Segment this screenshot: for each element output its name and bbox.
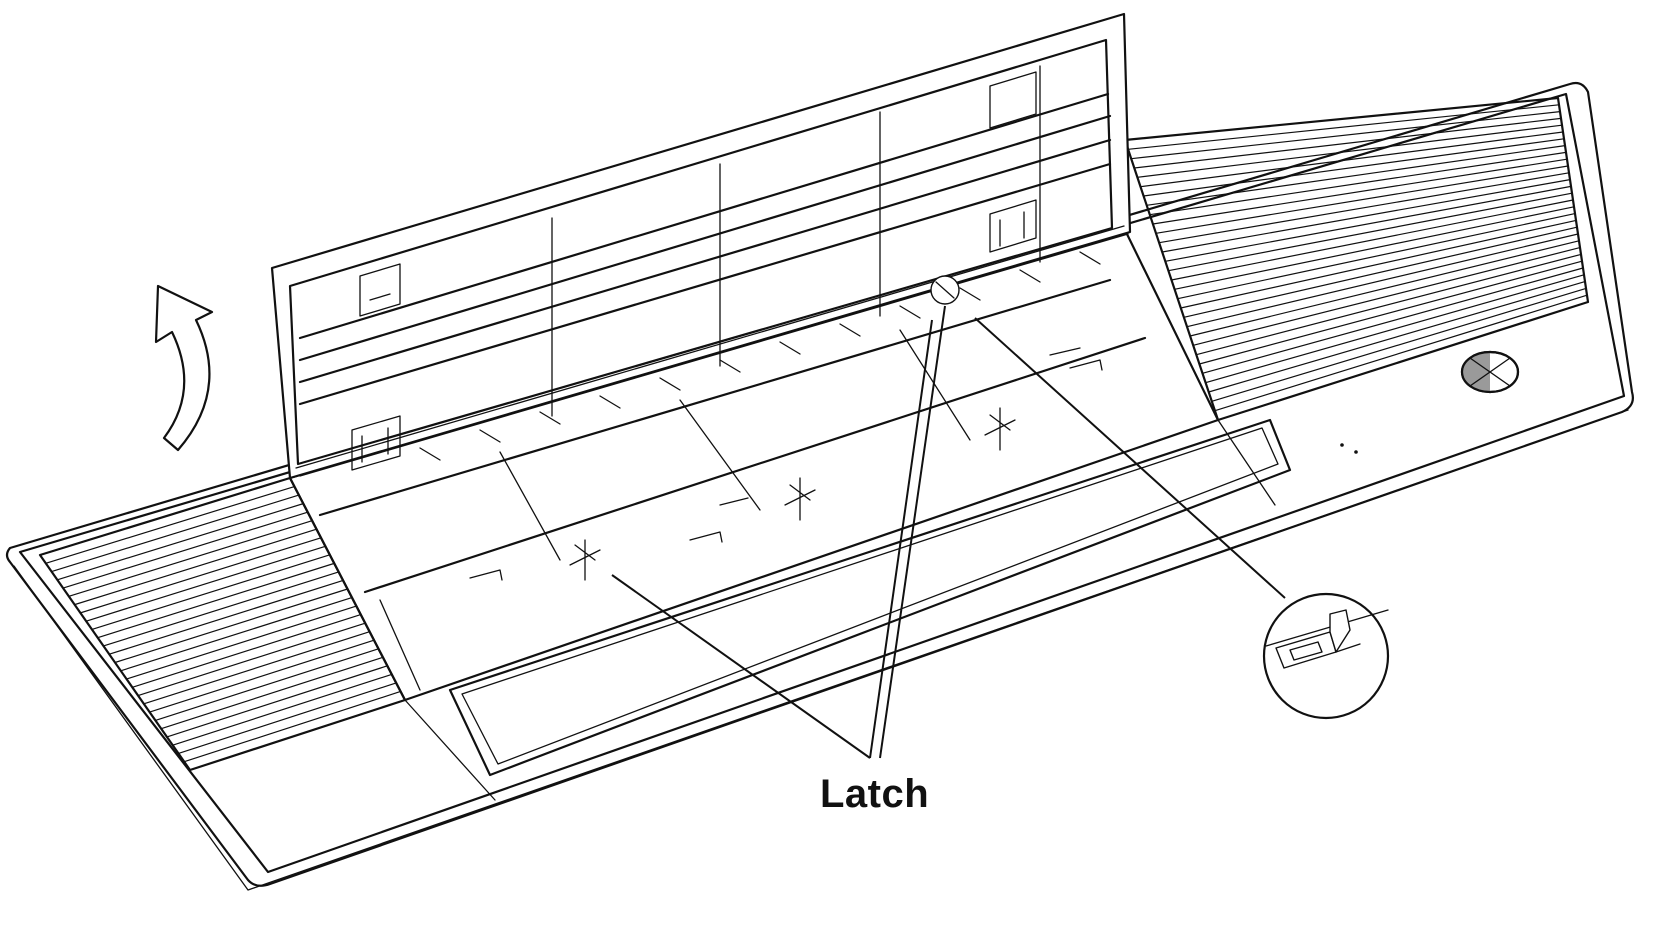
grille-rib <box>1137 124 1563 178</box>
grille-rib <box>57 503 304 581</box>
grille-rib <box>1155 165 1569 234</box>
latch-label: Latch <box>820 772 930 816</box>
grille-rib <box>126 605 357 680</box>
grille-rib <box>1140 131 1564 188</box>
grille-rib <box>109 579 344 655</box>
grille-rib <box>1189 240 1580 337</box>
indicator-dot <box>1340 443 1344 447</box>
grille-rib <box>68 520 313 597</box>
grille-rib <box>1208 281 1586 393</box>
grille-rib <box>1214 294 1588 412</box>
grille-rib <box>1196 253 1582 356</box>
grille-rib <box>1183 226 1578 318</box>
latch-leader-lines <box>611 305 1286 759</box>
grille-rib <box>184 690 401 763</box>
grille-rib <box>91 554 330 630</box>
grille-rib <box>1211 287 1587 402</box>
grille-rib <box>172 673 392 746</box>
grille-rib <box>51 494 300 573</box>
hinged-lid <box>270 12 1132 480</box>
grille-rib <box>103 571 339 647</box>
grille-rib <box>1162 179 1571 253</box>
right-grille <box>1123 96 1590 422</box>
left-flat-area <box>404 699 496 801</box>
grille-rib <box>1193 247 1581 346</box>
grille-rib <box>137 622 366 697</box>
grille-rib <box>1128 104 1560 150</box>
grille-rib <box>166 665 388 738</box>
screw-head-icon <box>1460 350 1520 394</box>
filter-compartments <box>288 228 1292 777</box>
grille-rib <box>1165 185 1572 262</box>
grille-rib <box>178 682 397 755</box>
grille-rib <box>85 545 326 622</box>
grille-rib <box>1171 199 1574 281</box>
grille-rib <box>80 537 322 614</box>
grille-rib <box>1177 213 1576 300</box>
grille-rib <box>1152 158 1568 225</box>
grille-rib <box>62 511 308 589</box>
grille-rib <box>1131 111 1561 160</box>
grille-rib <box>1186 233 1579 328</box>
grille-rib <box>143 631 370 705</box>
grille-rib <box>132 614 361 688</box>
magnified-latch-detail-icon <box>1262 592 1390 720</box>
grille-rib <box>149 639 375 713</box>
grille-rib <box>1168 192 1573 272</box>
grille-rib <box>97 562 335 639</box>
grille-rib <box>1174 206 1575 290</box>
grille-rib <box>1180 219 1577 309</box>
grille-rib <box>1158 172 1570 244</box>
grille-rib <box>155 648 379 721</box>
grille-rib <box>1205 274 1585 384</box>
grille-rib <box>120 596 353 672</box>
grille-rib <box>74 528 317 606</box>
grille-rib <box>114 588 348 664</box>
grille-rib <box>1143 138 1565 197</box>
curved-arrow-up-icon <box>154 284 214 452</box>
grille-rib <box>1134 117 1562 169</box>
grille-rib <box>160 656 384 730</box>
grille-rib <box>1146 145 1566 206</box>
grille-rib <box>45 485 295 564</box>
grille-rib <box>1199 260 1583 365</box>
grille-rib <box>1149 151 1567 216</box>
grille-rib <box>1202 267 1584 374</box>
indicator-dot <box>1354 450 1358 454</box>
